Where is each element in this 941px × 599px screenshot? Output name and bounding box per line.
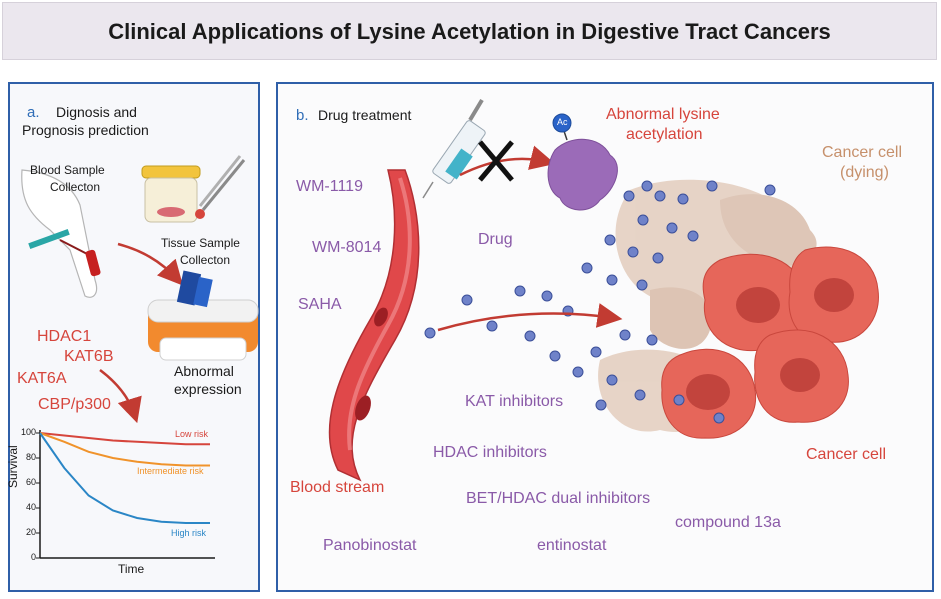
- panel-a-heading-line1: Dignosis and: [56, 104, 137, 120]
- legend-high-risk: High risk: [171, 528, 207, 538]
- y-tick-label: 100: [20, 427, 36, 437]
- y-tick-label: 60: [25, 477, 36, 487]
- panel-a-heading-line2: Prognosis prediction: [22, 122, 149, 138]
- blood-stream-label: Blood stream: [290, 479, 385, 496]
- panel-b-heading: Drug treatment: [318, 107, 412, 123]
- gene-cbp-p300: CBP/p300: [38, 396, 111, 413]
- blood-vessel: [328, 169, 420, 482]
- ac-badge: [552, 113, 572, 133]
- blood-sample-label-line1: Blood Sample: [30, 163, 105, 177]
- drug-label: Drug: [478, 231, 513, 248]
- drug-wm-1119: WM-1119: [296, 178, 363, 195]
- abnormal-acetylation-line1: Abnormal lysine: [606, 106, 720, 123]
- kat-inhibitors: KAT inhibitors: [465, 393, 564, 410]
- hdac-inhibitors: HDAC inhibitors: [433, 444, 547, 461]
- cancer-cells: [661, 246, 879, 439]
- abnormal-expression-line1: Abnormal: [174, 363, 234, 379]
- page-title: Clinical Applications of Lysine Acetylat…: [108, 19, 831, 44]
- sequencer-icon: [147, 270, 259, 361]
- legend-intermediate-risk: Intermediate risk: [137, 466, 204, 476]
- abnormal-expression-line2: expression: [174, 381, 242, 397]
- abnormal-acetylation-line2: acetylation: [626, 126, 703, 143]
- compound-13a: compound 13a: [675, 514, 781, 531]
- y-tick-label: 20: [25, 527, 36, 537]
- cancer-cell-dying-line2: (dying): [840, 164, 889, 181]
- y-tick-label: 0: [30, 552, 36, 562]
- gene-hdac1: HDAC1: [37, 328, 92, 345]
- gene-kat6b: KAT6B: [64, 348, 114, 365]
- drug-saha: SAHA: [298, 296, 342, 313]
- panel-a-letter: a.: [27, 104, 40, 121]
- cancer-cell-label: Cancer cell: [806, 446, 887, 463]
- chart-ylabel: Survival: [6, 445, 20, 488]
- syringe-icon: [422, 98, 486, 199]
- series-line-1: [39, 432, 210, 467]
- cancer-cell-dying-line1: Cancer cell: [822, 144, 903, 161]
- bet-hdac-dual-inhibitors: BET/HDAC dual inhibitors: [466, 490, 651, 507]
- panobinostat: Panobinostat: [323, 537, 417, 554]
- series-line-2: [39, 432, 210, 524]
- forceps-icon: [195, 155, 246, 219]
- arm-icon: [21, 169, 101, 298]
- gene-kat6a: KAT6A: [17, 370, 67, 387]
- blood-sample-label-line2: Collecton: [50, 180, 101, 194]
- y-tick-label: 80: [25, 452, 36, 462]
- entinostat: entinostat: [537, 537, 607, 554]
- title-bar: Clinical Applications of Lysine Acetylat…: [2, 2, 937, 60]
- legend-low-risk: Low risk: [175, 429, 209, 439]
- drug-wm-8014: WM-8014: [312, 239, 382, 256]
- panel-b-letter: b.: [296, 107, 309, 124]
- y-tick-label: 40: [25, 502, 36, 512]
- drug-particles: [424, 180, 776, 424]
- series-line-0: [39, 432, 210, 446]
- survival-chart: [36, 430, 215, 559]
- block-x-icon: [478, 140, 514, 182]
- tissue-sample-label-line1: Tissue Sample: [161, 236, 240, 250]
- ac-badge-text: Ac: [557, 117, 568, 127]
- chart-xlabel: Time: [118, 562, 145, 576]
- specimen-jar-icon: [141, 165, 201, 223]
- tissue-sample-label-line2: Collecton: [180, 253, 231, 267]
- protein-icon: [547, 127, 618, 211]
